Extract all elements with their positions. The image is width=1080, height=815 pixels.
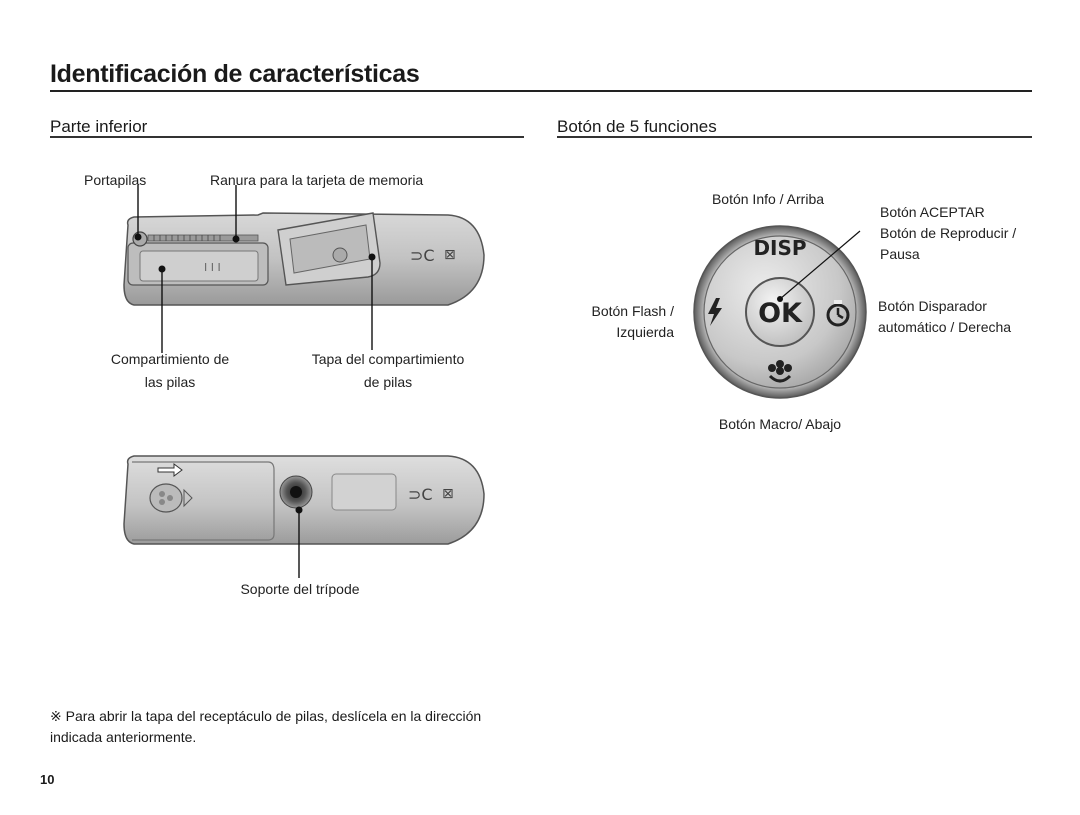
label-aceptar: Botón ACEPTAR: [880, 204, 985, 220]
label-ranura: Ranura para la tarjeta de memoria: [210, 172, 424, 188]
self-timer-icon: [826, 300, 850, 327]
page-number: 10: [40, 772, 55, 787]
macro-icon: [768, 360, 792, 383]
svg-text:⊃C: ⊃C: [410, 246, 435, 265]
dial-disp-label: DISP: [753, 236, 806, 260]
page-title: Identificación de características: [50, 60, 420, 88]
label-tripode: Soporte del trípode: [240, 581, 360, 597]
label-reproducir-1: Botón de Reproducir /: [880, 225, 1017, 241]
label-flash-2: Izquierda: [616, 324, 674, 340]
label-compartimiento-1: Compartimiento de: [110, 351, 230, 367]
label-compartimiento-2: las pilas: [144, 374, 196, 390]
flash-icon: [708, 298, 722, 326]
section-heading-bottom: Parte inferior: [50, 117, 148, 136]
section-rule-buttons: [557, 136, 1032, 138]
label-disparador-1: Botón Disparador: [878, 298, 987, 314]
svg-text:⊃C: ⊃C: [408, 485, 433, 504]
camera-bottom-open-figure: I I I ⊃C ⊠: [123, 185, 485, 353]
label-reproducir-2: Pausa: [880, 246, 920, 262]
label-disparador-2: automático / Derecha: [878, 319, 1012, 335]
section-rule-bottom: [50, 136, 524, 138]
section-heading-buttons: Botón de 5 funciones: [557, 117, 717, 136]
label-macro: Botón Macro/ Abajo: [718, 416, 842, 432]
five-function-dial-figure: DISP OK: [693, 225, 867, 399]
label-flash-1: Botón Flash /: [591, 303, 675, 319]
label-tapa-2: de pilas: [363, 374, 413, 390]
footnote: ※ Para abrir la tapa del receptáculo de …: [50, 708, 482, 745]
title-rule: [50, 90, 1032, 92]
label-info: Botón Info / Arriba: [711, 191, 825, 207]
svg-text:I I I: I I I: [204, 261, 221, 274]
svg-text:⊠: ⊠: [444, 247, 456, 263]
dial-ok-label: OK: [758, 298, 803, 329]
camera-bottom-closed-figure: ⊃C ⊠: [123, 455, 485, 578]
label-tapa-1: Tapa del compartimiento: [311, 351, 465, 367]
svg-text:⊠: ⊠: [442, 486, 454, 502]
label-portapilas: Portapilas: [84, 172, 147, 188]
